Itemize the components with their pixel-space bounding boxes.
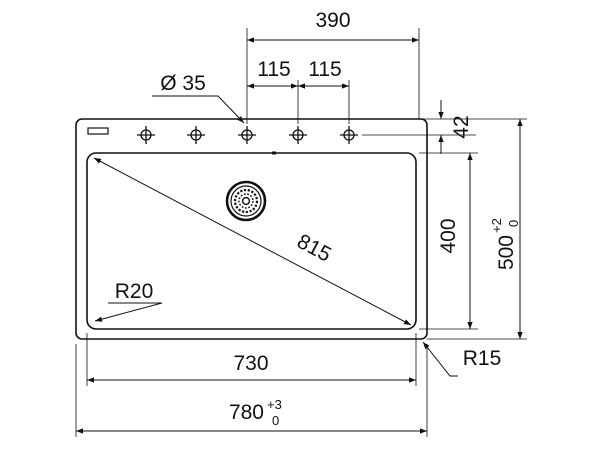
drain-strainer-icon	[225, 180, 267, 222]
dimension-lines	[76, 37, 523, 434]
leader-dia35	[152, 95, 245, 124]
tap-hole-icon	[238, 126, 256, 144]
hole-diameter-label: Ø 35	[160, 72, 206, 95]
tap-holes	[137, 126, 358, 144]
dim-730-label: 730	[233, 352, 268, 375]
tap-hole-icon	[187, 126, 205, 144]
dimension-labels: 390 115 115 Ø 35 42 400 500 +2 0 815 R20…	[115, 9, 521, 428]
extension-lines	[75, 28, 527, 437]
dim-500-tol-upper: +2	[489, 218, 504, 233]
dim-500-tol-lower: 0	[506, 220, 521, 227]
dim-780-label: 780	[229, 401, 264, 424]
dim-42-label: 42	[450, 115, 473, 138]
leader-r20	[94, 302, 163, 322]
tap-hole-icon	[289, 126, 307, 144]
dim-line-815	[93, 157, 412, 326]
dim-780-tol-lower: 0	[272, 413, 279, 428]
dim-115-label-a: 115	[257, 58, 290, 81]
dim-780-tol-upper: +3	[267, 397, 282, 412]
dim-390-label: 390	[315, 9, 350, 32]
tap-hole-icon	[340, 126, 358, 144]
leader-r15	[422, 341, 458, 377]
tap-hole-icon	[137, 126, 155, 144]
outer-radius-label: R15	[463, 347, 502, 370]
dim-400-label: 400	[437, 218, 460, 253]
sink-bowl	[86, 152, 417, 330]
sink-outer-rim	[75, 118, 428, 340]
sink-outline	[75, 118, 428, 340]
dim-500-label: 500	[495, 235, 518, 270]
dim-115-label-b: 115	[308, 58, 341, 81]
inner-radius-label: R20	[115, 280, 154, 303]
diagonal-815-label: 815	[293, 230, 335, 267]
overflow-slot	[87, 127, 109, 135]
